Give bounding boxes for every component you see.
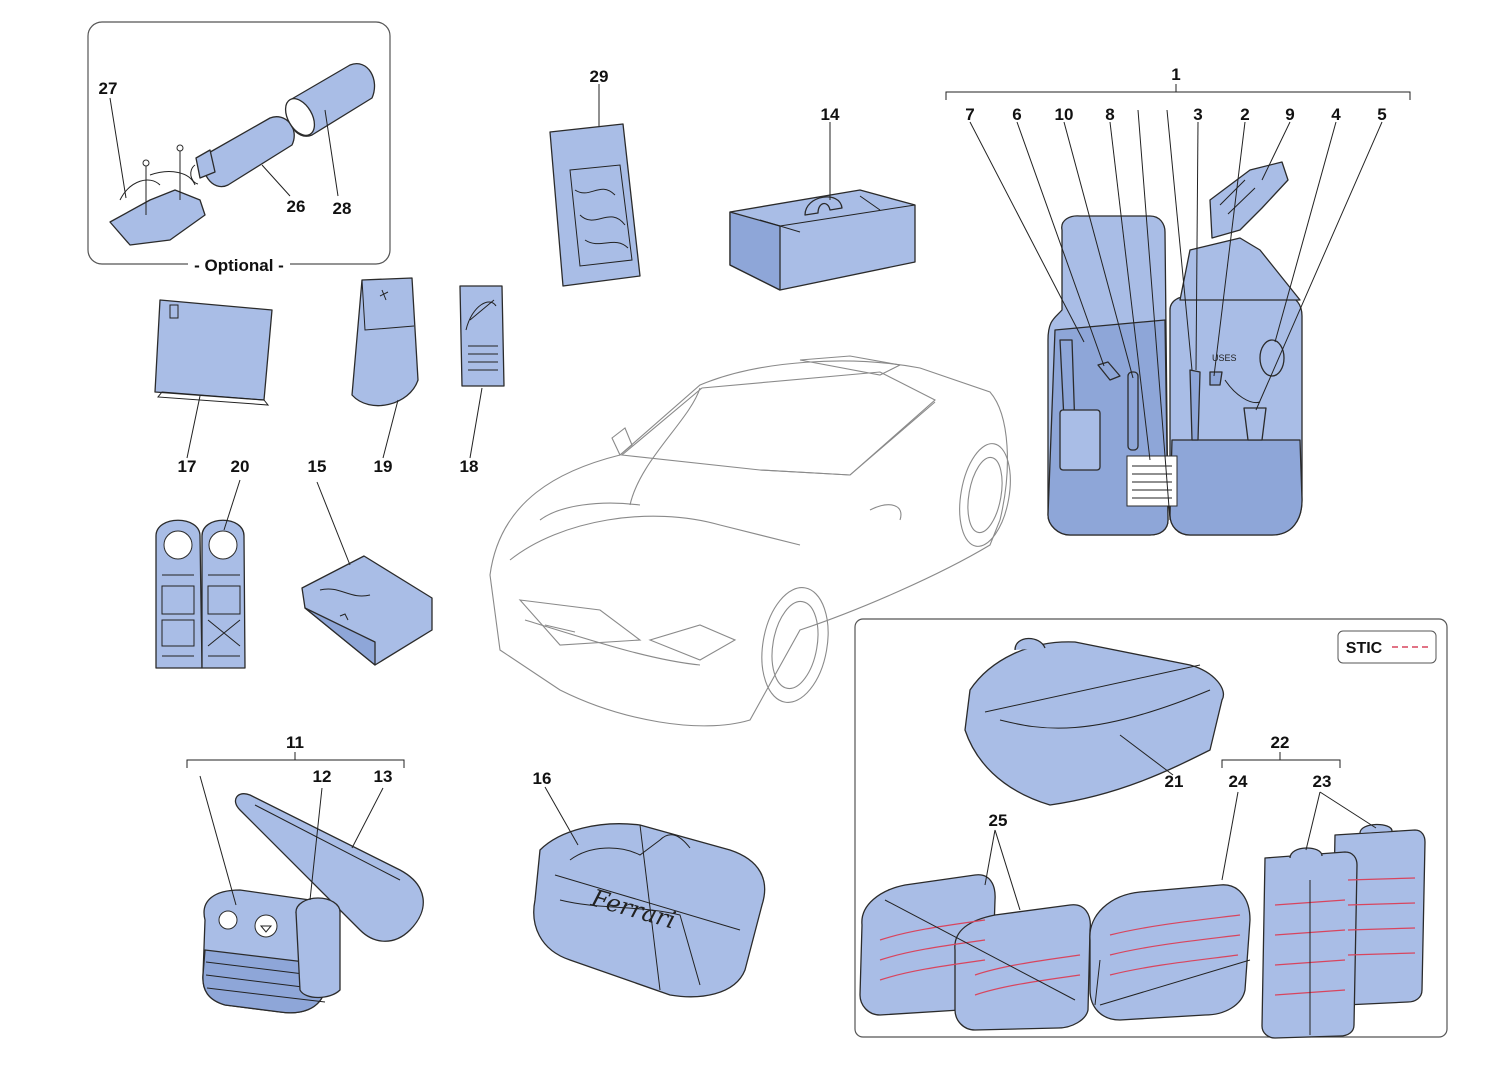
car-line-drawing xyxy=(489,355,1011,727)
callout-14: 14 xyxy=(821,105,840,124)
fuses-label: USES xyxy=(1212,353,1237,363)
callout-10: 10 xyxy=(1055,105,1074,124)
part-14-tool-bag: 14 xyxy=(729,105,916,291)
luggage-box: STIC 21 25 24 xyxy=(854,618,1448,1039)
luggage-box-frame xyxy=(854,618,1448,1038)
callout-5: 5 xyxy=(1377,105,1386,124)
callout-15: 15 xyxy=(308,457,327,476)
part-11-inflation-kit: 11 12 13 xyxy=(186,733,424,1014)
callout-12: 12 xyxy=(313,767,332,786)
callout-28: 28 xyxy=(333,199,352,218)
callout-26: 26 xyxy=(287,197,306,216)
callout-7: 7 xyxy=(965,105,974,124)
callout-24: 24 xyxy=(1229,772,1248,791)
callout-13: 13 xyxy=(374,767,393,786)
callout-4: 4 xyxy=(1331,105,1341,124)
stic-legend xyxy=(1337,630,1437,664)
callout-19: 19 xyxy=(374,457,393,476)
callout-6: 6 xyxy=(1012,105,1021,124)
callout-25: 25 xyxy=(989,811,1008,830)
callout-29: 29 xyxy=(590,67,609,86)
callout-9: 9 xyxy=(1285,105,1294,124)
part-18-leaflet: 18 xyxy=(459,285,505,476)
callout-11: 11 xyxy=(286,733,304,752)
callout-1: 1 xyxy=(1171,65,1180,84)
part-20-hang-tags: 20 xyxy=(155,457,250,669)
part-16-car-cover-bag: Ferrari 16 xyxy=(533,769,766,998)
stic-legend-label: STIC xyxy=(1346,640,1383,657)
callout-17: 17 xyxy=(178,457,197,476)
callout-8: 8 xyxy=(1105,105,1114,124)
extinguisher-cover xyxy=(284,63,376,137)
callout-16: 16 xyxy=(533,769,552,788)
callout-3: 3 xyxy=(1193,105,1202,124)
callout-21: 21 xyxy=(1165,772,1184,791)
optional-caption: - Optional - xyxy=(194,256,284,275)
fire-extinguisher xyxy=(190,116,295,188)
part-15-cover: 15 xyxy=(301,457,433,666)
part-23-trolley-cases: 23 xyxy=(1261,772,1426,1039)
callout-23: 23 xyxy=(1313,772,1332,791)
part-24-weekend-bag: 24 xyxy=(1089,772,1251,1021)
part-29-manual: 29 xyxy=(549,67,641,287)
extinguisher-bracket xyxy=(109,144,206,246)
part-17-owner-manual: 17 xyxy=(154,299,273,476)
part-1-tool-kit: 1 USES xyxy=(945,65,1411,536)
callout-2: 2 xyxy=(1240,105,1249,124)
part-25-shoulder-bags: 25 xyxy=(859,811,1091,1031)
callout-20: 20 xyxy=(231,457,250,476)
part-19-pouch: 19 xyxy=(351,277,419,476)
optional-box: - Optional - 27 26 28 xyxy=(87,21,391,275)
callout-18: 18 xyxy=(460,457,479,476)
callout-27: 27 xyxy=(99,79,118,98)
part-21-garment-bag: 21 xyxy=(964,637,1225,806)
callout-22: 22 xyxy=(1271,733,1290,752)
